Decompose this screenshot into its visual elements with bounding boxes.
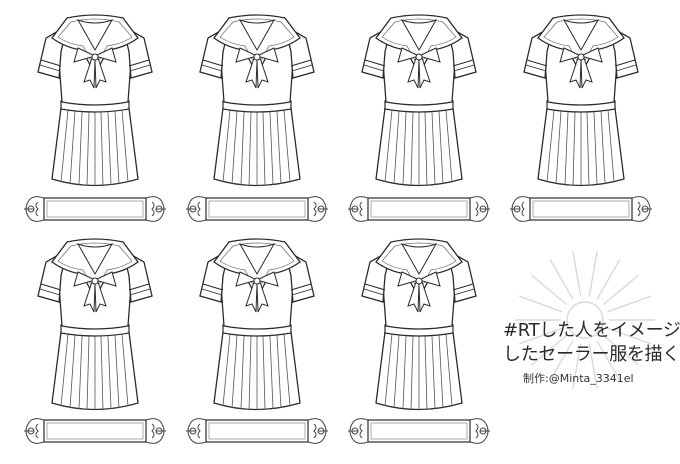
watermark-ornament [515, 250, 655, 390]
watermark-ray [588, 250, 598, 297]
uniform-slot-2 [199, 14, 315, 187]
nameplate-slot-6 [185, 418, 329, 444]
watermark-ray [549, 340, 574, 381]
nameplate-slot-2 [185, 196, 329, 222]
watermark-ray [572, 250, 582, 297]
nameplate-slot-3 [347, 196, 491, 222]
watermark-ray [530, 334, 568, 366]
caption-line-1: #RTした人をイメージ [503, 320, 680, 341]
watermark-ray [602, 274, 640, 306]
watermark-ray [588, 343, 598, 390]
watermark-ray [607, 295, 652, 313]
credit-text: 制作:@Minta_3341el [523, 372, 634, 385]
watermark-ray [530, 274, 568, 306]
watermark-ray [518, 295, 563, 313]
uniform-slot-5 [37, 238, 153, 411]
nameplate-slot-7 [347, 418, 491, 444]
uniform-slot-1 [37, 14, 153, 187]
uniform-slot-3 [361, 14, 477, 187]
watermark-ray [607, 327, 652, 345]
watermark-ray [596, 340, 621, 381]
watermark-ray [518, 327, 563, 345]
nameplate-slot-4 [509, 196, 653, 222]
watermark-ray [549, 259, 574, 300]
watermark-ray [602, 334, 640, 366]
nameplate-slot-1 [23, 196, 167, 222]
uniform-slot-6 [199, 238, 315, 411]
uniform-slot-7 [361, 238, 477, 411]
watermark-ray [572, 343, 582, 390]
watermark-ray [596, 259, 621, 300]
uniform-slot-4 [523, 14, 639, 187]
nameplate-slot-5 [23, 418, 167, 444]
caption-line-2: したセーラー服を描く [503, 344, 680, 365]
watermark-hub [566, 301, 604, 339]
